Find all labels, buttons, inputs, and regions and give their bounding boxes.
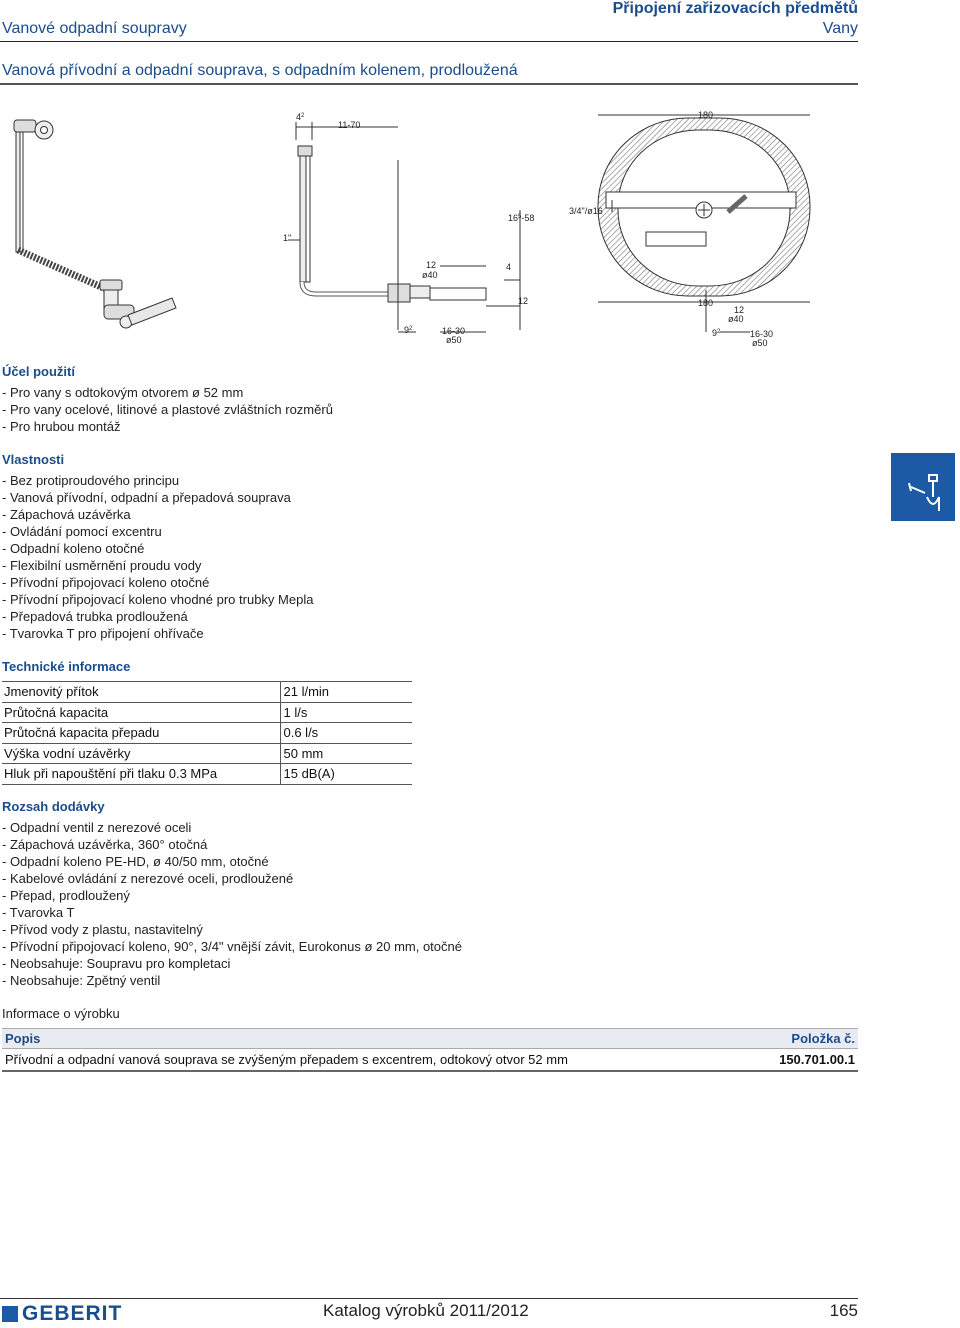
column-header-description: Popis — [2, 1028, 751, 1049]
header-category: Připojení zařizovacích předmětů — [612, 0, 858, 17]
dim-12-right: 12 — [518, 296, 528, 306]
catalog-label: Katalog výrobků 2011/2012 — [323, 1301, 529, 1320]
dim-9-2: 9 — [404, 325, 409, 335]
dim-o50: ø50 — [446, 335, 462, 345]
list-item: - Odpadní ventil z nerezové oceli — [2, 820, 192, 835]
tech-value: 21 l/min — [279, 681, 412, 703]
tech-label: Průtočná kapacita — [2, 702, 280, 723]
properties-title: Vlastnosti — [2, 452, 65, 467]
tech-value: 0.6 l/s — [279, 722, 412, 744]
trap-pictogram-icon — [908, 474, 940, 511]
tech-value: 15 dB(A) — [279, 763, 412, 785]
overflow-assembly — [13, 119, 54, 253]
dim2-o50: ø50 — [752, 338, 768, 348]
waste-valve — [99, 279, 177, 329]
dim-11-70: 11-70 — [338, 120, 360, 130]
list-item: - Zápachová uzávěrka, 360° otočná — [2, 837, 208, 852]
list-item: - Přepadová trubka prodloužená — [2, 609, 188, 624]
list-item: - Neobsahuje: Zpětný ventil — [2, 973, 161, 988]
flexible-hose — [16, 246, 110, 294]
table-row: Průtočná kapacita přepadu 0.6 l/s — [2, 722, 412, 744]
table-row: Průtočná kapacita 1 l/s — [2, 702, 412, 723]
dim2-12: 12 — [734, 305, 744, 315]
dim-180-top: 180 — [698, 110, 713, 120]
list-item: - Flexibilní usměrnění proudu vody — [2, 558, 202, 573]
table-row: Hluk při napouštění při tlaku 0.3 MPa 15… — [2, 763, 412, 785]
product-info-title: Informace o výrobku — [2, 1006, 120, 1021]
technical-table: Jmenovitý přítok 21 l/min Průtočná kapac… — [2, 681, 412, 785]
header-subcategory: Vany — [822, 20, 858, 37]
list-item: - Ovládání pomocí excentru — [2, 524, 162, 539]
page-title: Vanová přívodní a odpadní souprava, s od… — [2, 62, 518, 79]
delivery-title: Rozsah dodávky — [2, 799, 105, 814]
dim-16-58: 165-58 — [508, 213, 534, 223]
list-item: - Odpadní koleno PE-HD, ø 40/50 mm, otoč… — [2, 854, 269, 869]
list-item: - Pro hrubou montáž — [2, 419, 121, 434]
tech-value: 1 l/s — [279, 702, 412, 723]
svg-text:92: 92 — [404, 325, 413, 335]
list-item: - Tvarovka T pro připojení ohřívače — [2, 626, 204, 641]
logo-square-icon — [2, 1306, 18, 1322]
header-divider — [0, 41, 858, 42]
list-item: - Tvarovka T — [2, 905, 75, 920]
tech-label: Hluk při napouštění při tlaku 0.3 MPa — [2, 763, 280, 785]
list-item: - Přívodní připojovací koleno vhodné pro… — [2, 592, 314, 607]
product-item-number: 150.701.00.1 — [750, 1048, 858, 1072]
list-item: - Zápachová uzávěrka — [2, 507, 131, 522]
usage-title: Účel použití — [2, 364, 75, 379]
tech-value: 50 mm — [279, 743, 412, 764]
list-item: - Bez protiproudového principu — [2, 473, 180, 488]
table-row: Výška vodní uzávěrky 50 mm — [2, 743, 412, 764]
header-section-title: Vanové odpadní soupravy — [2, 20, 187, 37]
list-item: - Kabelové ovládání z nerezové oceli, pr… — [2, 871, 294, 886]
dim2-16-30: 16-30 — [750, 329, 773, 339]
product-table: Popis Položka č. Přívodní a odpadní vano… — [2, 1028, 858, 1072]
dim-1-inch: 1" — [283, 233, 291, 243]
side-view — [288, 122, 521, 333]
technical-drawing: 42 11-70 1" 165-58 12 ø40 4 12 92 16-30 … — [13, 110, 811, 348]
dim2-o40: ø40 — [728, 314, 744, 324]
list-item: - Přepad, prodloužený — [2, 888, 130, 903]
dim-4-2: 42 — [296, 112, 305, 122]
technical-title: Technické informace — [2, 659, 131, 674]
usage-list: - Pro vany s odtokovým otvorem ø 52 mm -… — [2, 384, 333, 435]
properties-list: - Bez protiproudového principu - Vanová … — [2, 472, 313, 642]
table-header-row: Popis Položka č. — [2, 1028, 858, 1049]
dim-4: 4 — [506, 262, 511, 272]
list-item: - Přívodní připojovací koleno, 90°, 3/4"… — [2, 939, 462, 954]
title-divider — [0, 83, 858, 85]
dim-16-30: 16-30 — [442, 326, 465, 336]
page-number: 165 — [829, 1301, 858, 1320]
list-item: - Vanová přívodní, odpadní a přepadová s… — [2, 490, 291, 505]
logo-text: GEBERIT — [22, 1302, 123, 1325]
table-row: Přívodní a odpadní vanová souprava se zv… — [2, 1048, 858, 1072]
geberit-logo: GEBERIT — [2, 1302, 123, 1325]
list-item: - Pro vany s odtokovým otvorem ø 52 mm — [2, 385, 244, 400]
category-tab — [891, 453, 955, 521]
product-description: Přívodní a odpadní vanová souprava se zv… — [2, 1048, 751, 1072]
list-item: - Neobsahuje: Soupravu pro kompletaci — [2, 956, 231, 971]
top-view — [597, 114, 811, 333]
column-header-item: Položka č. — [750, 1028, 858, 1049]
dim2-9-2: 9 — [712, 328, 717, 338]
dim-3-4-o16: 3/4"/ø16 — [569, 206, 603, 216]
footer-divider — [0, 1298, 858, 1299]
tech-label: Jmenovitý přítok — [2, 681, 280, 703]
dim-12-top: 12 — [426, 260, 436, 270]
list-item: - Pro vany ocelové, litinové a plastové … — [2, 402, 333, 417]
dim-180-bottom: 180 — [698, 298, 713, 308]
tech-label: Průtočná kapacita přepadu — [2, 722, 280, 744]
list-item: - Odpadní koleno otočné — [2, 541, 145, 556]
table-row: Jmenovitý přítok 21 l/min — [2, 681, 412, 703]
svg-text:92: 92 — [712, 328, 721, 338]
list-item: - Přívod vody z plastu, nastavitelný — [2, 922, 203, 937]
tech-label: Výška vodní uzávěrky — [2, 743, 280, 764]
dim-o40: ø40 — [422, 270, 438, 280]
delivery-list: - Odpadní ventil z nerezové oceli - Zápa… — [2, 819, 462, 989]
list-item: - Přívodní připojovací koleno otočné — [2, 575, 210, 590]
